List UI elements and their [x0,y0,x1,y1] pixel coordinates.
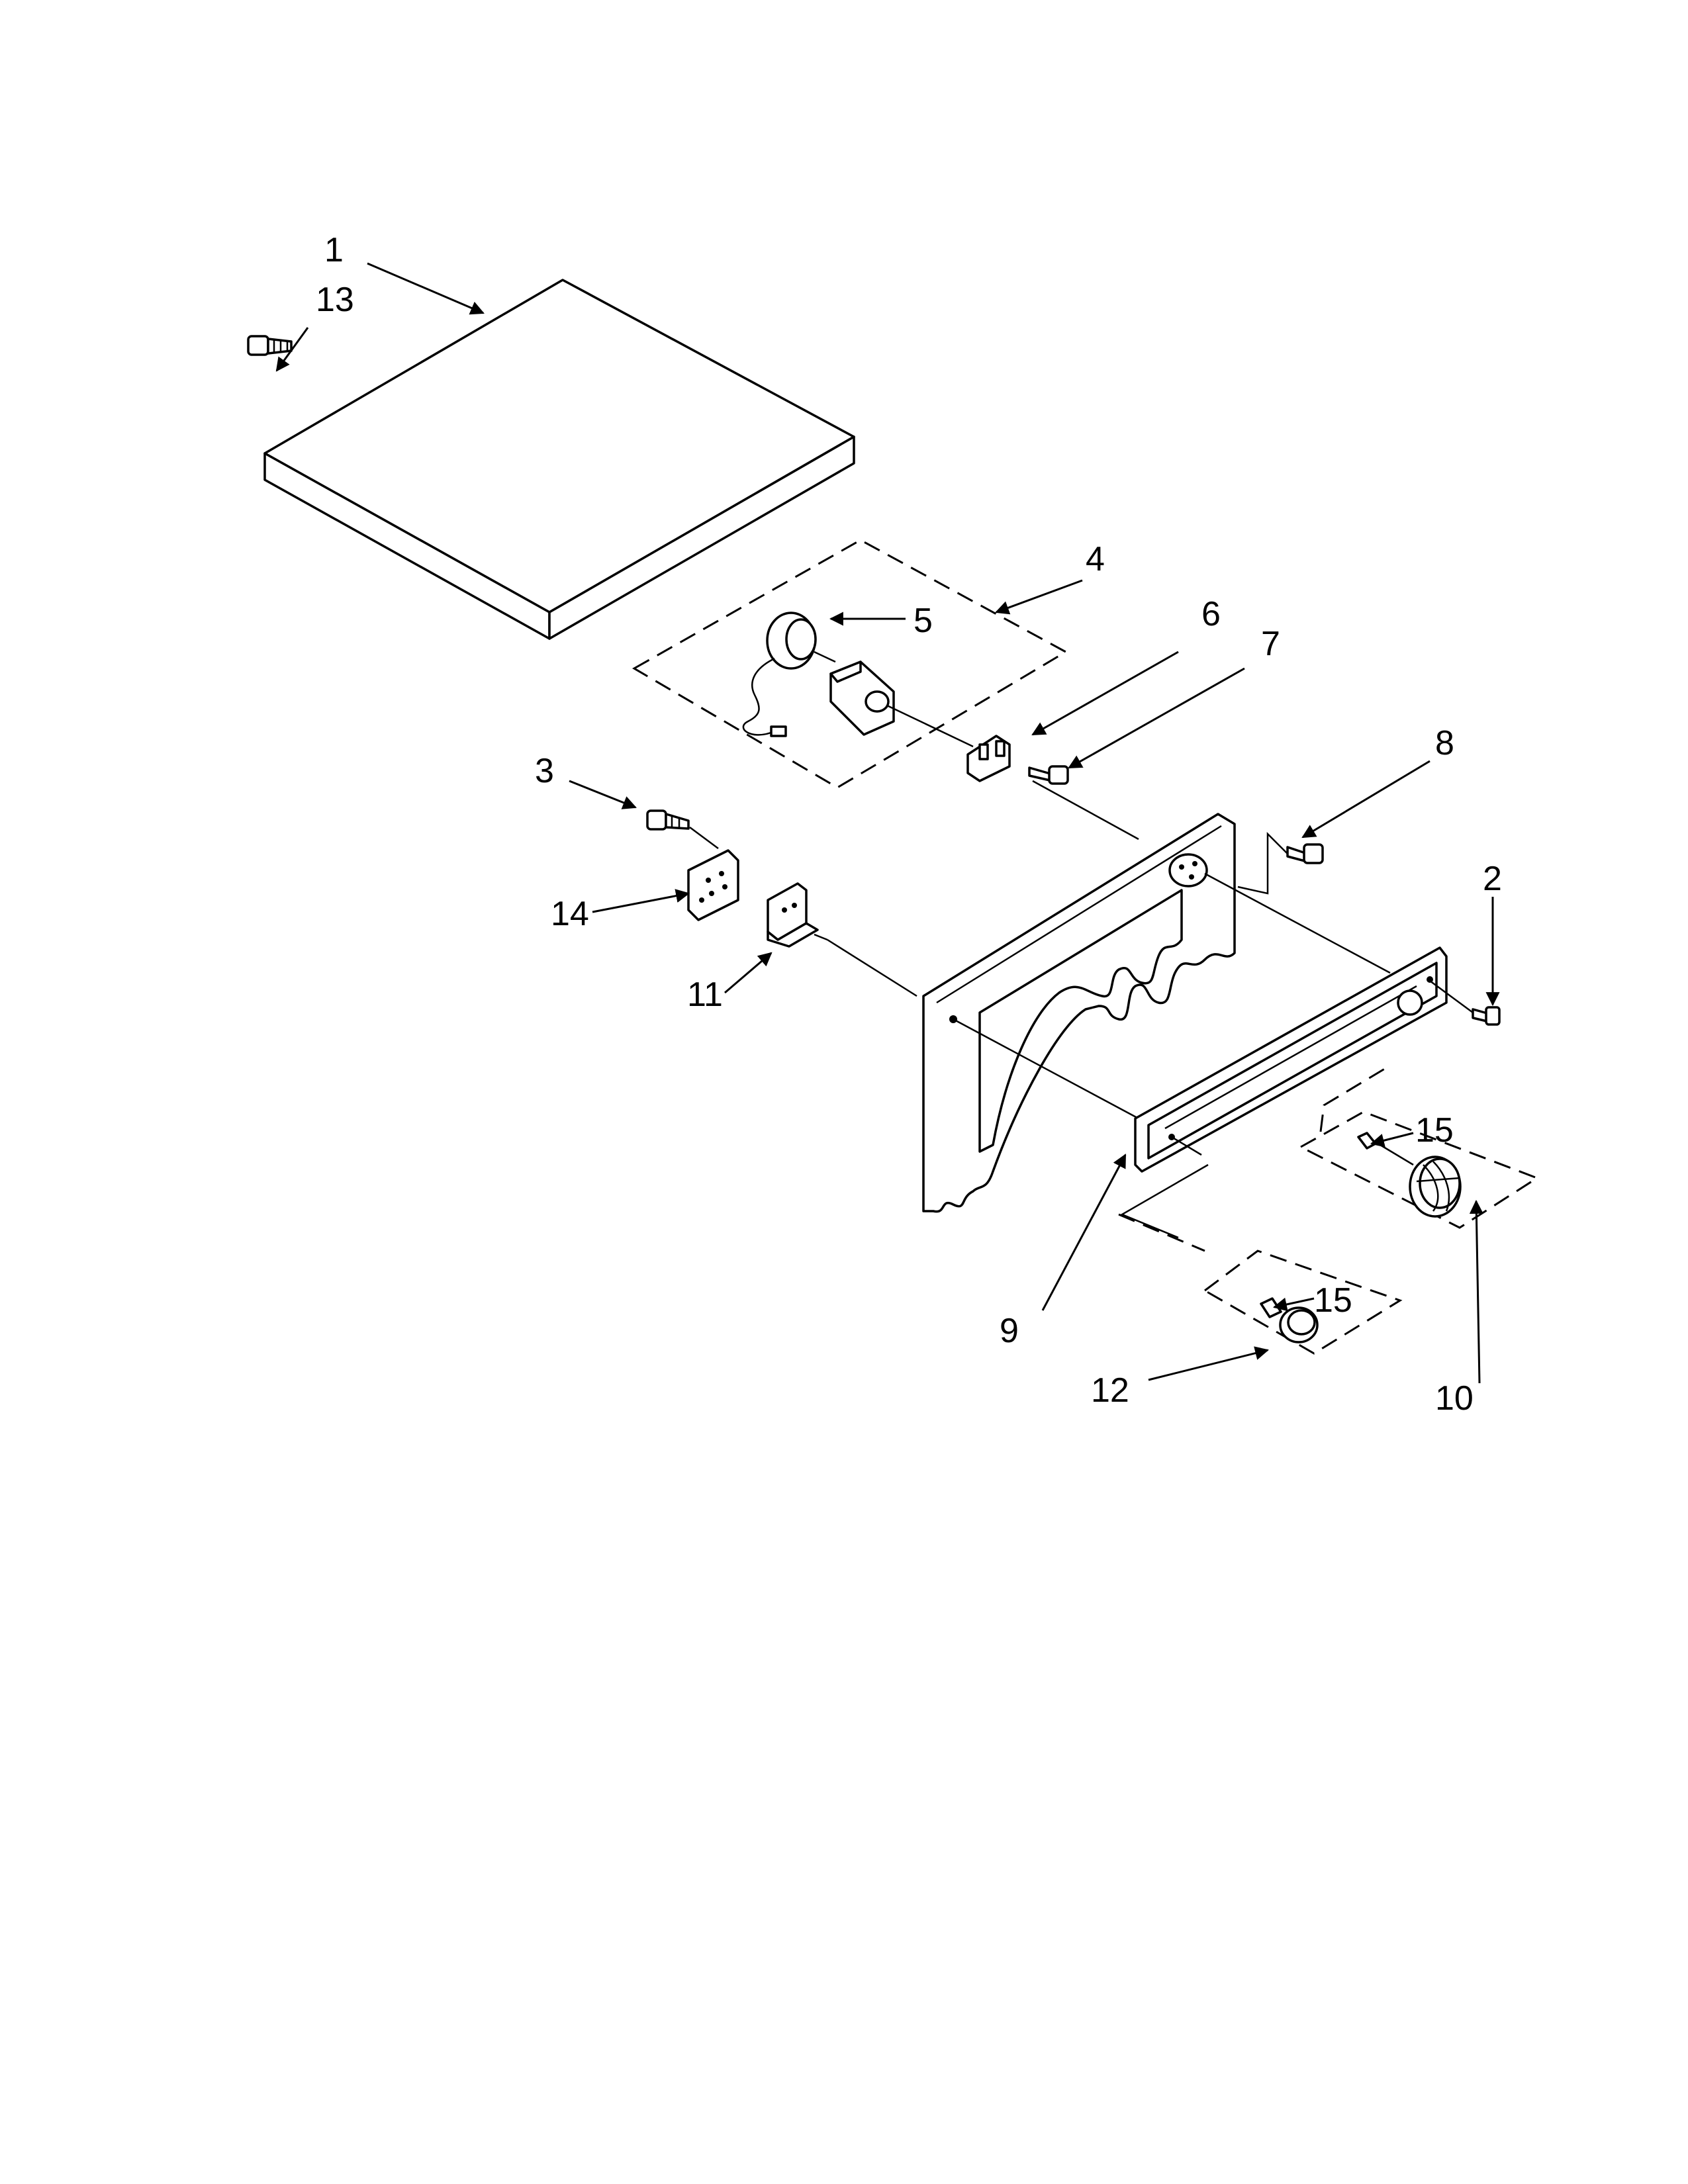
callout-10: 10 [1435,1379,1474,1418]
leader-bezel-screw [1171,1136,1202,1156]
callout-5: 5 [914,602,933,640]
callout-13: 13 [316,281,354,319]
callout-7: 7 [1261,625,1280,663]
leader-knob-hole [1204,872,1391,974]
leader-knob-10 [1380,1144,1414,1166]
screw-7-part [1028,765,1069,785]
leader-group-10 [1319,1064,1391,1132]
leader-screw-8 [1237,831,1288,895]
leader-hinge-to-panel [827,938,917,997]
group-4-outline [632,539,1068,789]
leader-panel-left [953,1018,1139,1120]
top-panel-part [263,279,855,640]
callout-12: 12 [1091,1371,1129,1410]
callout-9: 9 [1000,1312,1019,1350]
leader-bezel-bottom [1120,1163,1209,1239]
callout-labels: 1 2 3 4 5 6 7 8 9 10 11 12 13 14 15 15 [316,231,1502,1418]
callout-4: 4 [1086,540,1105,578]
screw-8-part [1286,843,1324,864]
screw-3-part [646,809,690,831]
callout-2: 2 [1483,860,1502,898]
leader-group-12 [1118,1213,1205,1252]
leader-screw-3 [689,826,719,850]
screw-2-part [1472,1006,1501,1026]
screw-13-part [247,335,293,356]
timer-knob-10-part [1357,1132,1462,1218]
bracket-6-part [966,735,1011,782]
callout-14: 14 [551,895,589,933]
mounting-plate-14-part [687,849,739,921]
timer-motor-part [742,612,836,737]
callout-8: 8 [1435,724,1454,762]
leader-switch-to-panel [1032,780,1139,841]
callout-6: 6 [1201,595,1221,633]
console-bezel-9-part [1134,946,1448,1173]
hinge-bracket-11-part [767,882,828,948]
callout-3: 3 [535,752,554,790]
callout-1: 1 [324,231,344,269]
push-button-12-part [1260,1297,1319,1343]
callout-15-knob: 15 [1415,1111,1454,1150]
callout-11: 11 [687,976,723,1014]
group-12-outline [1203,1250,1403,1355]
callout-15-button: 15 [1314,1281,1352,1320]
callout-leaders [275,262,1500,1384]
leader-screw-2 [1429,979,1474,1014]
timer-switch-part [829,660,974,748]
console-back-panel-part [922,813,1236,1213]
group-10-outline [1298,1111,1540,1229]
